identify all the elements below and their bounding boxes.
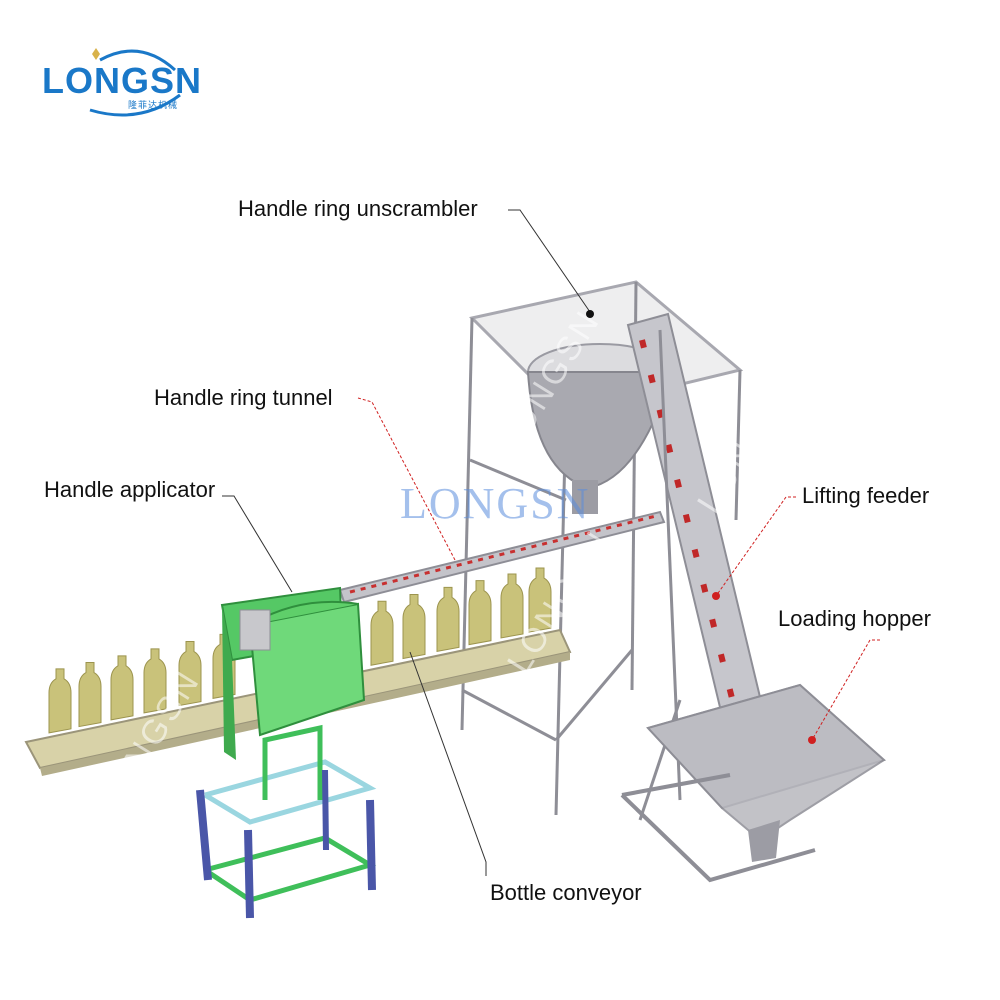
bottle <box>403 595 425 659</box>
label-lifting-feeder: Lifting feeder <box>802 485 929 507</box>
applicator-base-frame <box>200 728 372 918</box>
bottle <box>111 656 133 720</box>
label-tunnel: Handle ring tunnel <box>154 387 333 409</box>
label-loading-hopper: Loading hopper <box>778 608 931 630</box>
bottle <box>437 587 459 651</box>
bottle <box>49 669 71 733</box>
bottle <box>371 601 393 665</box>
loading-hopper <box>622 685 884 880</box>
label-applicator: Handle applicator <box>44 479 215 501</box>
label-bottle-conveyor: Bottle conveyor <box>490 882 642 904</box>
bottle <box>79 663 101 727</box>
bottle <box>469 581 491 645</box>
watermark-text: LONGSN <box>400 478 590 529</box>
label-unscrambler: Handle ring unscrambler <box>238 198 478 220</box>
